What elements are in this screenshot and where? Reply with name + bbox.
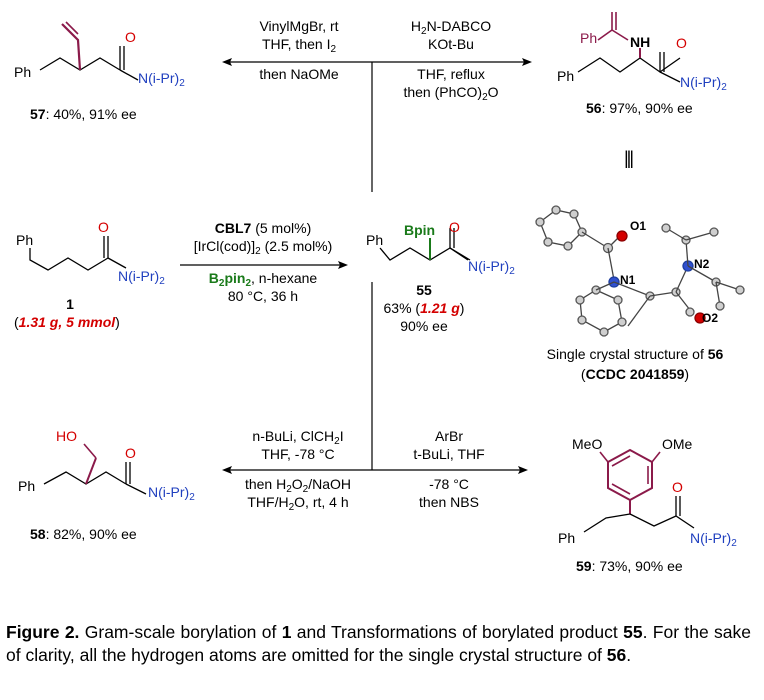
arrow-to-59 xyxy=(372,466,528,474)
label-55: 55 xyxy=(416,282,432,298)
cat-line1: CBL7 (5 mol%) xyxy=(214,220,312,236)
crystal-caption-line1: Single crystal structure of 56 xyxy=(546,346,724,362)
cond-58-line2: THF, -78 °C xyxy=(261,446,335,462)
ph-59: Ph xyxy=(558,530,576,546)
ph-58: Ph xyxy=(18,478,36,494)
o-label-58: O xyxy=(125,445,136,461)
cat-line2: [IrCl(cod)]2 (2.5 mol%) xyxy=(193,238,333,257)
cond-58-line4: THF/H2O, rt, 4 h xyxy=(247,494,349,513)
amide-57: N(i-Pr)2 xyxy=(138,70,185,89)
structure-55 xyxy=(379,228,471,261)
structure-58 xyxy=(43,443,147,495)
yield-56: 56: 97%, 90% ee xyxy=(586,100,693,116)
ph-benzoyl-56: Ph xyxy=(580,30,598,46)
cond-57-line2: THF, then I2 xyxy=(261,36,337,55)
amide-59: N(i-Pr)2 xyxy=(690,530,737,549)
structure-1 xyxy=(29,236,127,271)
crystal-n2: N2 xyxy=(694,257,710,271)
yield-55: 63% (1.21 g) xyxy=(383,300,465,316)
cond-59-line1: ArBr xyxy=(435,428,463,444)
cond-56-line3: THF, reflux xyxy=(417,66,485,82)
crystal-o1: O1 xyxy=(630,219,647,233)
crystal-n1: N1 xyxy=(620,273,636,287)
arrow-1-to-55 xyxy=(180,261,348,269)
arrow-to-56 xyxy=(372,58,532,66)
cond-57-line1: VinylMgBr, rt xyxy=(259,18,339,34)
ee-55: 90% ee xyxy=(400,318,448,334)
cond-59-line3: -78 °C xyxy=(429,476,469,492)
meo-59: MeO xyxy=(572,436,603,452)
cond-56-line1: H2N-DABCO xyxy=(410,18,492,37)
cond-59-line4: then NBS xyxy=(419,494,479,510)
ph-57: Ph xyxy=(14,64,32,80)
o-label-56: O xyxy=(676,35,687,51)
amide-58: N(i-Pr)2 xyxy=(148,484,195,503)
structure-57 xyxy=(39,21,139,81)
cat-line3: B2pin2, n-hexane xyxy=(208,270,318,289)
ph-55: Ph xyxy=(366,232,384,248)
ph-56: Ph xyxy=(557,68,575,84)
cond-57-line3: then NaOMe xyxy=(259,66,339,82)
bpin-55: Bpin xyxy=(404,222,436,238)
yield-59: 59: 73%, 90% ee xyxy=(576,558,683,574)
label-1: 1 xyxy=(66,296,74,312)
nh-56: NH xyxy=(630,34,651,50)
amide-55: N(i-Pr)2 xyxy=(468,258,515,277)
cond-56-line2: KOt-Bu xyxy=(428,36,474,52)
o-label-55: O xyxy=(449,219,460,235)
crystal-structure-56 xyxy=(535,205,745,337)
cond-58-line3: then H2O2/NaOH xyxy=(244,476,352,495)
cat-line4: 80 °C, 36 h xyxy=(227,288,299,304)
identity-sign: ||| xyxy=(624,148,634,168)
scale-1: (1.31 g, 5 mmol) xyxy=(14,314,120,330)
amide-1: N(i-Pr)2 xyxy=(118,268,165,287)
cond-58-line1: n-BuLi, ClCH2I xyxy=(252,428,344,447)
cond-56-line4: then (PhCO)2O xyxy=(403,84,499,103)
ho-58: HO xyxy=(56,428,77,444)
reaction-scheme: O O O O xyxy=(29,12,745,533)
ome-59: OMe xyxy=(662,436,693,452)
o-label-1: O xyxy=(98,219,109,235)
arrow-to-57 xyxy=(222,58,372,66)
cond-59-line2: t-BuLi, THF xyxy=(413,446,485,462)
structure-59 xyxy=(583,448,695,533)
yield-57: 57: 40%, 91% ee xyxy=(30,106,137,122)
o-label-59: O xyxy=(672,479,683,495)
crystal-caption-line2: (CCDC 2041859) xyxy=(580,366,690,382)
amide-56: N(i-Pr)2 xyxy=(680,74,727,93)
yield-58: 58: 82%, 90% ee xyxy=(30,526,137,542)
structure-56 xyxy=(577,12,681,83)
crystal-o2: O2 xyxy=(702,311,719,325)
ph-1: Ph xyxy=(16,232,34,248)
o-label-57: O xyxy=(125,29,136,45)
figure-caption: Figure 2. Gram-scale borylation of 1 and… xyxy=(6,622,752,665)
arrow-to-58 xyxy=(222,466,372,474)
